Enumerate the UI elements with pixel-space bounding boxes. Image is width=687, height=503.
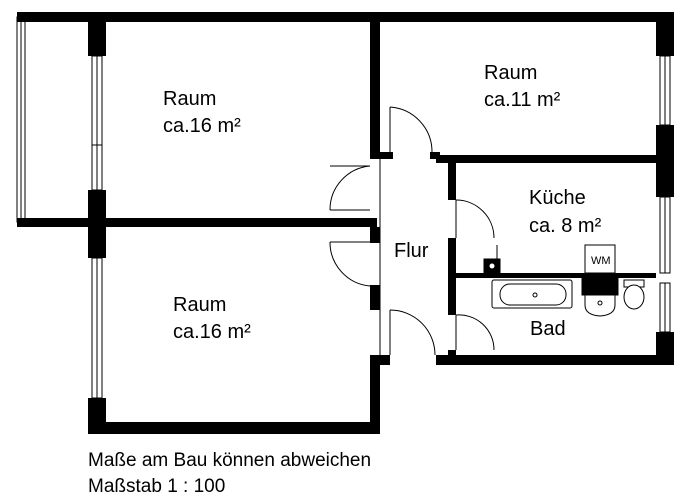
bathtub-icon [491,279,573,309]
kitchen-name: Küche [529,187,586,209]
bathroom-name: Bad [530,318,566,340]
room-top-left-name: Raum [163,88,216,110]
sink-icon [584,294,616,317]
doors [329,106,495,356]
windows [91,55,671,399]
kitchen-area: ca. 8 m² [529,215,602,237]
washing-machine-icon [584,244,616,274]
fixtures [483,244,645,317]
washing-machine-label: WM [591,255,611,267]
room-top-right-area: ca.11 m² [484,89,561,111]
walls [17,12,674,434]
room-top-right-name: Raum [484,62,537,84]
hallway-name: Flur [394,240,429,262]
room-bottom-left-name: Raum [173,294,226,316]
room-labels: Raum ca.16 m² Raum ca.11 m² Raum ca.16 m… [163,62,611,343]
balcony [16,16,26,223]
disclaimer-note: Maße am Bau können abweichen [88,450,372,471]
room-top-left-area: ca.16 m² [163,115,241,137]
room-bottom-left-area: ca.16 m² [173,321,251,343]
toilet-icon [623,279,645,310]
scale-note: Maßstab 1 : 100 [88,476,226,497]
